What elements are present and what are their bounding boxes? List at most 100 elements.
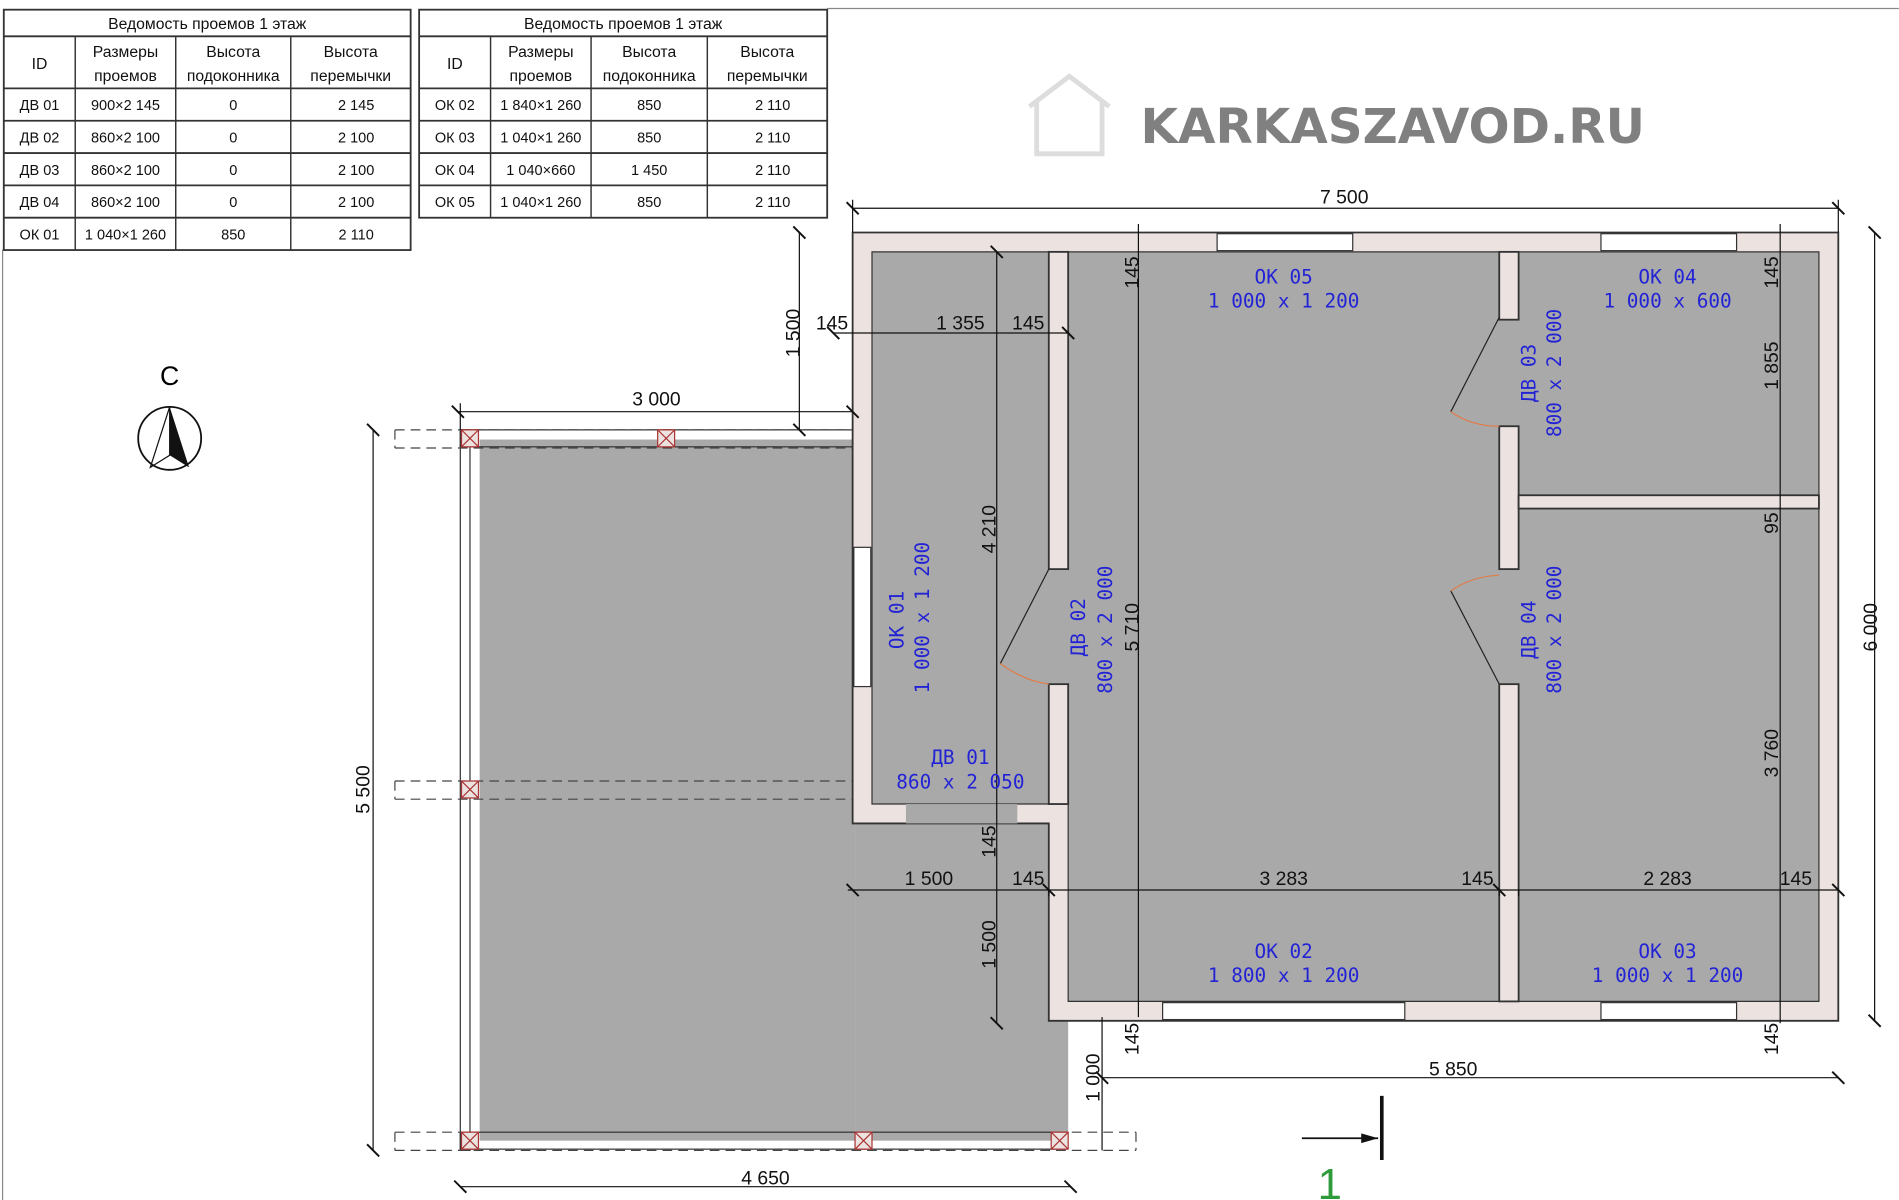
drawing-text: 1 500 [905, 868, 954, 890]
drawing-text: ОК 05 [1255, 265, 1313, 288]
drawing-text: 145 [979, 825, 1001, 857]
opening-labels: ОК 05 1 000 x 1 200 ОК 04 1 000 x 600 ДВ… [885, 265, 1743, 987]
watermark: KARKASZAVOD.RU [1027, 73, 1645, 157]
drawing-text: 2 283 [1643, 868, 1691, 890]
drawing-text: ОК 01 [885, 591, 908, 649]
table-cell: 900×2 145 [91, 98, 160, 114]
table-header: Высота [206, 44, 260, 61]
table-cell: 2 110 [755, 163, 790, 179]
drawing-shape [461, 1131, 479, 1150]
dimension-lines [366, 199, 1882, 1194]
drawing-text: 145 [1761, 1023, 1783, 1055]
drawing-shape [149, 406, 171, 469]
drawing-shape [1050, 1131, 1069, 1150]
table-cell: 860×2 100 [91, 195, 160, 211]
table-cell: 1 040×660 [506, 163, 575, 179]
table-cell: 850 [221, 228, 245, 244]
drawing-text: 5 850 [1429, 1058, 1478, 1080]
north-arrow-icon [137, 405, 203, 471]
table-header: Высота [740, 44, 794, 61]
window-ok03 [1600, 1002, 1738, 1021]
drawing-shape [169, 406, 190, 468]
table-cell: 2 145 [338, 98, 374, 114]
drawing-text: 3 283 [1259, 868, 1307, 890]
drawing-text: 1 [1318, 1161, 1342, 1200]
drawing-shape [855, 823, 1069, 1141]
drawing-text: 4 210 [979, 505, 1001, 554]
table-cell: 0 [229, 98, 237, 114]
table-cell: 850 [637, 131, 661, 147]
drawing-shape [1361, 1133, 1379, 1144]
north-label: С [160, 361, 179, 391]
table-header: перемычки [310, 68, 391, 85]
table-cell: 2 110 [339, 228, 374, 244]
house-plan [851, 231, 1840, 1022]
section-marker: 1 [1301, 1095, 1384, 1200]
drawing-text: 145 [1012, 312, 1044, 334]
drawing-shape [479, 439, 856, 1141]
table-cell: 2 100 [338, 195, 374, 211]
table-cell: ДВ 04 [20, 195, 60, 211]
drawing-text: 1 000 [1083, 1053, 1105, 1102]
drawing-text: KARKASZAVOD.RU [1140, 99, 1644, 155]
table-header: проемов [94, 68, 157, 85]
drawing-text: 6 000 [1860, 603, 1882, 652]
table-cell: 850 [637, 98, 661, 114]
drawing-text: 145 [1780, 868, 1812, 890]
drawing-shape [1450, 316, 1500, 412]
table-header: Размеры [508, 44, 573, 61]
drawing-shape [1450, 411, 1500, 427]
drawing-text: ДВ 04 [1518, 601, 1541, 659]
drawing-text: 1 355 [936, 312, 984, 334]
drawing-shape [394, 429, 1137, 1151]
window-ok04 [1600, 233, 1738, 252]
drawing-text: 145 [1761, 256, 1783, 288]
table-title: Ведомость проемов 1 этаж [524, 16, 723, 33]
drawing-text: 145 [1461, 868, 1493, 890]
drawing-text: 145 [1012, 868, 1044, 890]
table-cell: 1 040×1 260 [85, 228, 166, 244]
drawing-text: 1 500 [979, 920, 1001, 969]
drawing-text: ОК 04 [1638, 265, 1696, 288]
drawing-shape [905, 804, 1018, 824]
drawing-text: 145 [816, 312, 848, 334]
dimension-ticks [366, 201, 1882, 1194]
drawing-text: ДВ 01 [931, 746, 989, 769]
drawing-text: 1 500 [782, 309, 804, 358]
table-header: подоконника [187, 68, 280, 85]
table-header: Высота [622, 44, 676, 61]
drawing-shape [1517, 494, 1820, 510]
drawing-text: 800 x 2 000 [1094, 566, 1117, 694]
drawing-shape [854, 1131, 873, 1150]
drawing-text: 1 000 x 1 200 [1208, 290, 1360, 313]
drawing-shape [999, 663, 1049, 685]
drawing-text: ОК 02 [1255, 940, 1313, 963]
table-cell: 1 040×1 260 [500, 131, 581, 147]
drawing-shape [461, 780, 479, 799]
table-cell: 2 110 [755, 131, 790, 147]
openings-table-windows: Ведомость проемов 1 этажIDРазмерыпроемов… [418, 8, 829, 219]
drawing-text: 4 650 [741, 1167, 790, 1189]
drawing-shape [871, 251, 1820, 1003]
house-logo-icon [1027, 73, 1111, 157]
window-ok05 [1216, 233, 1354, 252]
drawing-text: ДВ 03 [1518, 344, 1541, 402]
drawing-text: 3 000 [632, 389, 681, 411]
drawing-text: ОК 03 [1638, 940, 1696, 963]
window-ok02 [1162, 1002, 1406, 1021]
table-cell: ОК 04 [435, 163, 475, 179]
drawing-text: 800 x 2 000 [1543, 309, 1566, 437]
post-icons [460, 429, 1069, 1150]
table-cell: ОК 03 [435, 131, 475, 147]
table-header: проемов [509, 68, 572, 85]
table-cell: ОК 02 [435, 98, 475, 114]
openings-table-doors: Ведомость проемов 1 этажIDРазмерыпроемов… [2, 8, 412, 251]
table-cell: 1 040×1 260 [500, 195, 581, 211]
table-cell: 860×2 100 [91, 131, 160, 147]
table-header: Размеры [93, 44, 158, 61]
table-cell: ДВ 03 [20, 163, 60, 179]
dimension-texts: 7 500 145 1 355 145 3 000 1 500 145 3 28… [352, 186, 1882, 1189]
table-cell: 2 100 [338, 131, 374, 147]
